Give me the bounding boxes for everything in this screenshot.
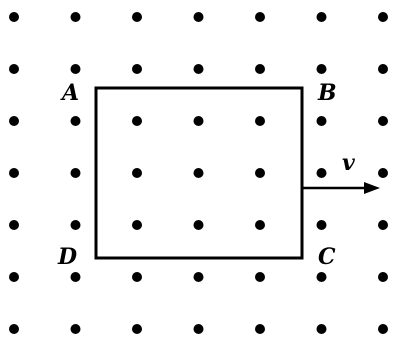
- vertex-label-c: C: [318, 244, 336, 270]
- field-dot: [316, 324, 327, 334]
- field-dot: [316, 12, 327, 22]
- field-dot: [378, 12, 388, 22]
- field-dot: [193, 220, 204, 230]
- conducting-loop-abcd: [94, 86, 304, 260]
- field-dot: [316, 272, 327, 282]
- field-dot: [132, 64, 142, 74]
- vertex-label-b: B: [317, 80, 337, 106]
- field-dot: [70, 64, 81, 74]
- field-dot: [132, 168, 142, 178]
- field-dot: [9, 168, 19, 178]
- field-dot: [378, 324, 388, 334]
- field-dot: [378, 272, 388, 282]
- field-dot: [255, 12, 265, 22]
- field-dot: [378, 64, 388, 74]
- field-dot: [255, 116, 265, 126]
- velocity-arrow-head: [364, 182, 380, 194]
- field-dot: [193, 64, 204, 74]
- field-dot: [316, 64, 327, 74]
- field-dot: [316, 220, 327, 230]
- field-dot: [255, 272, 265, 282]
- field-dot: [9, 220, 19, 230]
- field-dot: [132, 324, 142, 334]
- field-dot: [316, 168, 327, 178]
- vertex-label-d: D: [57, 244, 77, 270]
- field-dot: [70, 12, 81, 22]
- field-dot: [70, 168, 81, 178]
- field-dot: [9, 324, 19, 334]
- field-dot: [132, 12, 142, 22]
- field-dot: [255, 168, 265, 178]
- field-dot: [70, 116, 81, 126]
- field-dot: [132, 116, 142, 126]
- field-dot: [193, 272, 204, 282]
- field-dot: [132, 220, 142, 230]
- field-dot: [70, 272, 81, 282]
- field-dot: [316, 116, 327, 126]
- velocity-label: v: [342, 150, 355, 176]
- field-dot: [255, 220, 265, 230]
- field-dot: [378, 220, 388, 230]
- field-dot: [255, 324, 265, 334]
- field-dot: [132, 272, 142, 282]
- magnetic-field-dots: [9, 12, 388, 334]
- field-dot: [9, 116, 19, 126]
- field-dot: [193, 324, 204, 334]
- field-dot: [9, 64, 19, 74]
- field-dot: [70, 324, 81, 334]
- field-dot: [378, 116, 388, 126]
- field-dot: [255, 64, 265, 74]
- field-dot: [378, 168, 388, 178]
- vertex-label-a: A: [60, 80, 79, 106]
- field-dot: [9, 12, 19, 22]
- field-dot: [193, 168, 204, 178]
- field-dot: [70, 220, 81, 230]
- field-dot: [193, 116, 204, 126]
- field-dot: [9, 272, 19, 282]
- field-dot: [193, 12, 204, 22]
